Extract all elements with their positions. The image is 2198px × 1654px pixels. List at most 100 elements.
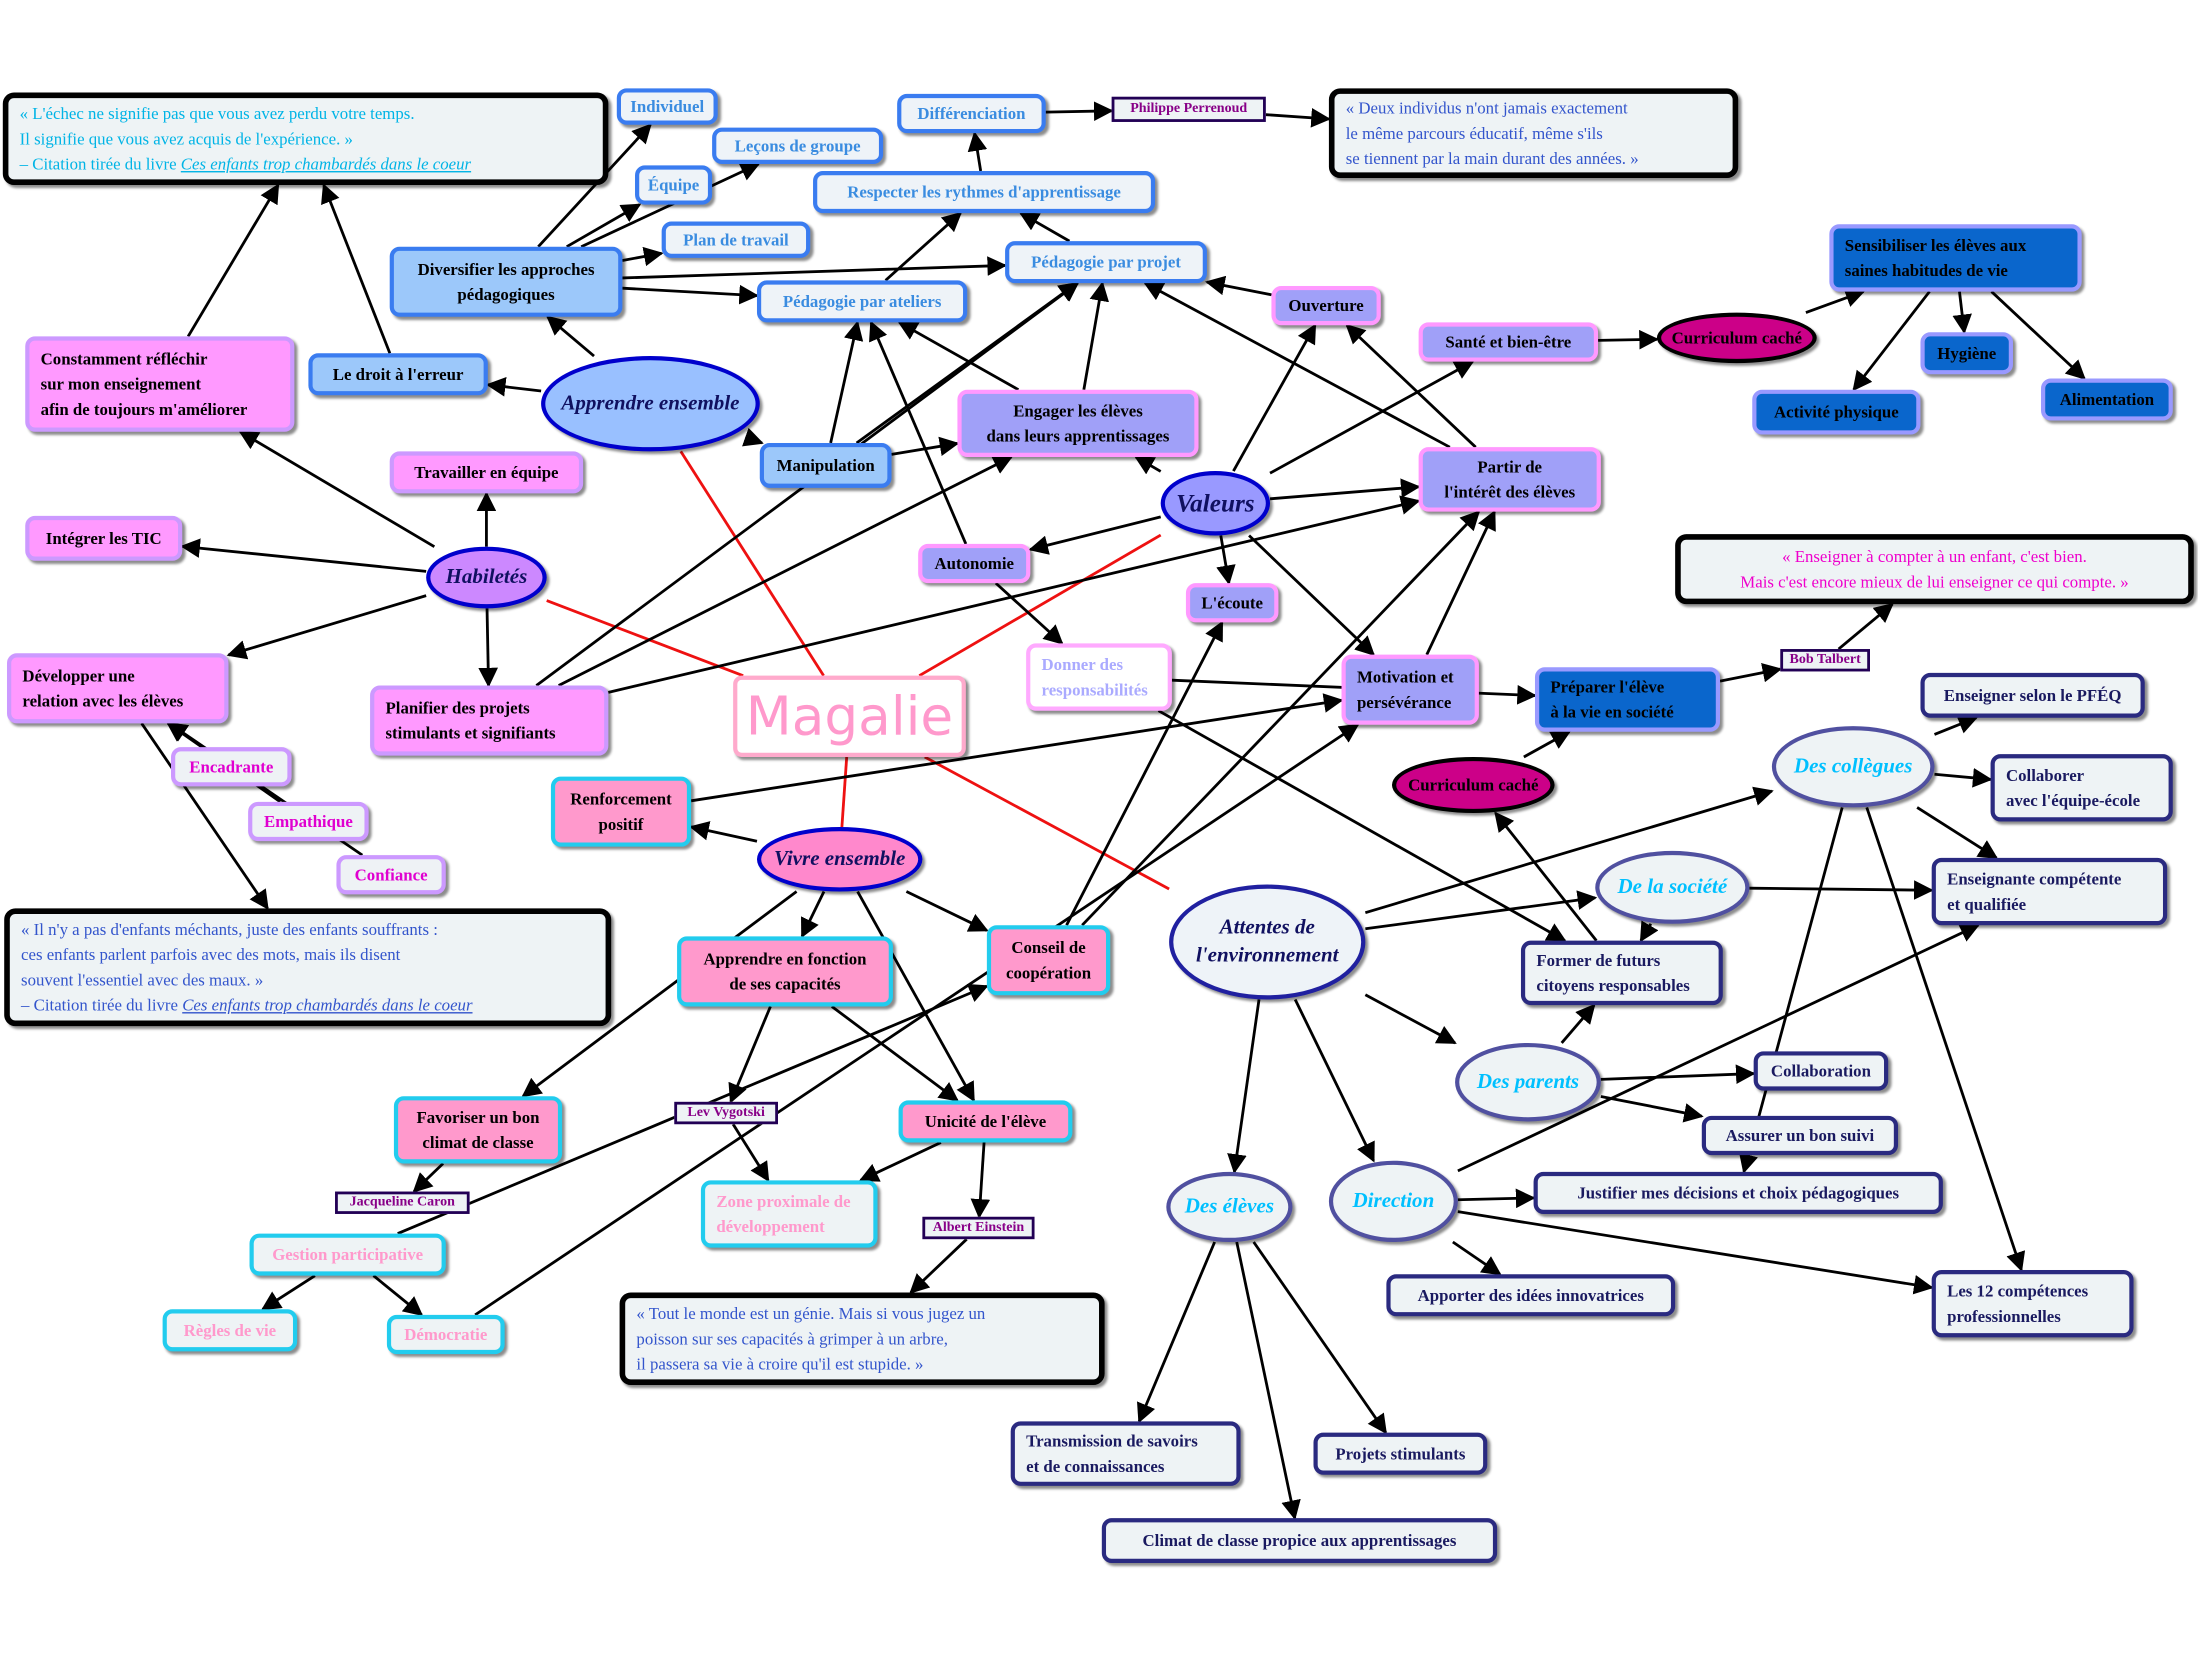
concept-node-lecons[interactable]: Leçons de groupe [712,127,884,165]
author-label-perrenoud[interactable]: Philippe Perrenoud [1111,96,1266,122]
author-label-caron[interactable]: Jacqueline Caron [335,1191,470,1214]
concept-node-magalie[interactable]: Magalie [733,675,966,757]
center-link [918,533,1162,677]
node-text-line: coopération [1006,963,1092,983]
node-text-line: Planifier des projets [385,698,530,718]
concept-node-collaboration[interactable]: Collaboration [1753,1051,1889,1091]
node-text-line: Activité physique [1773,402,1899,422]
concept-node-planTravail[interactable]: Plan de travail [661,221,811,258]
concept-node-pedAteliers[interactable]: Pédagogie par ateliers [756,280,968,323]
author-label-talbert[interactable]: Bob Talbert [1780,649,1871,672]
concept-node-activite[interactable]: Activité physique [1752,389,1921,435]
link-arrow [731,1123,770,1182]
concept-node-projets[interactable]: Projets stimulants [1313,1432,1488,1475]
link-arrow [474,723,1360,1317]
concept-node-ouverture[interactable]: Ouverture [1271,285,1381,326]
concept-node-respecter[interactable]: Respecter les rythmes d'apprentissage [813,171,1156,214]
concept-oval-apprendre[interactable]: Apprendre ensemble [541,356,760,452]
quote-box-q3[interactable]: « Enseigner à compter à un enfant, c'est… [1675,534,2194,605]
quote-box-q1[interactable]: « L'échec ne signifie pas que vous avez … [2,92,609,186]
node-text-line: Philippe Perrenoud [1130,100,1248,117]
concept-oval-vivre[interactable]: Vivre ensemble [756,827,923,892]
concept-node-assurer[interactable]: Assurer un bon suivi [1701,1115,1899,1156]
concept-node-justifier[interactable]: Justifier mes décisions et choix pédagog… [1533,1171,1943,1214]
concept-node-travailler[interactable]: Travailler en équipe [389,451,584,494]
concept-oval-curriculum1[interactable]: Curriculum caché [1656,312,1817,364]
node-text-line: Zone proximale de [716,1191,851,1212]
link-arrow [831,1005,959,1102]
concept-oval-direction[interactable]: Direction [1328,1160,1458,1242]
node-text-line: Partir de [1477,456,1543,477]
concept-node-integrer[interactable]: Intégrer les TIC [25,515,183,561]
concept-oval-collegues[interactable]: Des collègues [1771,726,1935,808]
concept-oval-societe[interactable]: De la société [1595,850,1750,924]
concept-node-unicite[interactable]: Unicité de l'élève [898,1100,1073,1143]
quote-box-q4[interactable]: « Il n'y a pas d'enfants méchants, juste… [4,908,612,1027]
book-title-link[interactable]: Ces enfants trop chambardés dans le coeu… [182,995,473,1015]
concept-oval-valeurs[interactable]: Valeurs [1160,471,1271,536]
node-text-line: citoyens responsables [1536,975,1690,996]
concept-node-pedProjet[interactable]: Pédagogie par projet [1005,241,1207,284]
book-title-link[interactable]: Ces enfants trop chambardés dans le coeu… [180,154,472,174]
concept-node-manip[interactable]: Manipulation [759,442,892,488]
node-text-line: Des parents [1476,1070,1580,1094]
source-prefix: – Citation tirée du livre [21,995,183,1015]
concept-node-hygiene[interactable]: Hygiène [1920,332,2013,375]
concept-oval-parents[interactable]: Des parents [1455,1042,1601,1122]
concept-oval-curriculum2[interactable]: Curriculum caché [1391,756,1555,814]
concept-node-encadrante[interactable]: Encadrante [171,747,292,787]
node-text-line: Hygiène [1937,343,1997,364]
concept-oval-deseleves[interactable]: Des élèves [1166,1171,1293,1242]
concept-node-differenciation[interactable]: Différenciation [897,93,1046,134]
concept-node-equipe[interactable]: Équipe [635,165,713,205]
link-arrow [412,1162,445,1193]
concept-node-climat[interactable]: Climat de classe propice aux apprentissa… [1101,1518,1498,1564]
node-text-line: Donner des [1041,654,1124,675]
concept-node-pfeq[interactable]: Enseigner selon le PFÉQ [1920,672,2145,718]
link-arrow [829,320,864,444]
link-arrow [1494,811,1598,942]
concept-node-autonomie[interactable]: Autonomie [918,543,1031,584]
concept-node-democratie[interactable]: Démocratie [386,1314,505,1355]
concept-node-sante[interactable]: Santé et bien-être [1418,322,1599,362]
quote-box-q2[interactable]: « Deux individus n'ont jamais exactement… [1328,88,1739,179]
concept-node-regles[interactable]: Règles de vie [162,1309,298,1352]
author-label-vygotski[interactable]: Lev Vygotski [674,1101,778,1125]
author-label-einstein[interactable]: Albert Einstein [922,1216,1035,1240]
concept-node-empathique[interactable]: Empathique [248,801,369,842]
concept-oval-habiletes[interactable]: Habiletés [426,546,547,609]
concept-node-confiance[interactable]: Confiance [336,855,446,895]
quote-box-q5[interactable]: « Tout le monde est un génie. Mais si vo… [619,1292,1105,1385]
link-arrow [1269,360,1475,475]
concept-node-alimentation[interactable]: Alimentation [2041,378,2173,421]
concept-node-ecoute[interactable]: L'écoute [1185,583,1279,623]
link-arrow [1739,807,1844,1174]
concept-node-droit[interactable]: Le droit à l'erreur [308,353,488,396]
node-text-line: se tiennent par la main durant des année… [1345,148,1639,169]
node-text-line: Direction [1352,1190,1435,1213]
concept-node-apporter[interactable]: Apporter des idées innovatrices [1386,1274,1676,1317]
concept-node-gestion[interactable]: Gestion participative [249,1233,446,1276]
concept-node-individuel[interactable]: Individuel [616,88,718,125]
